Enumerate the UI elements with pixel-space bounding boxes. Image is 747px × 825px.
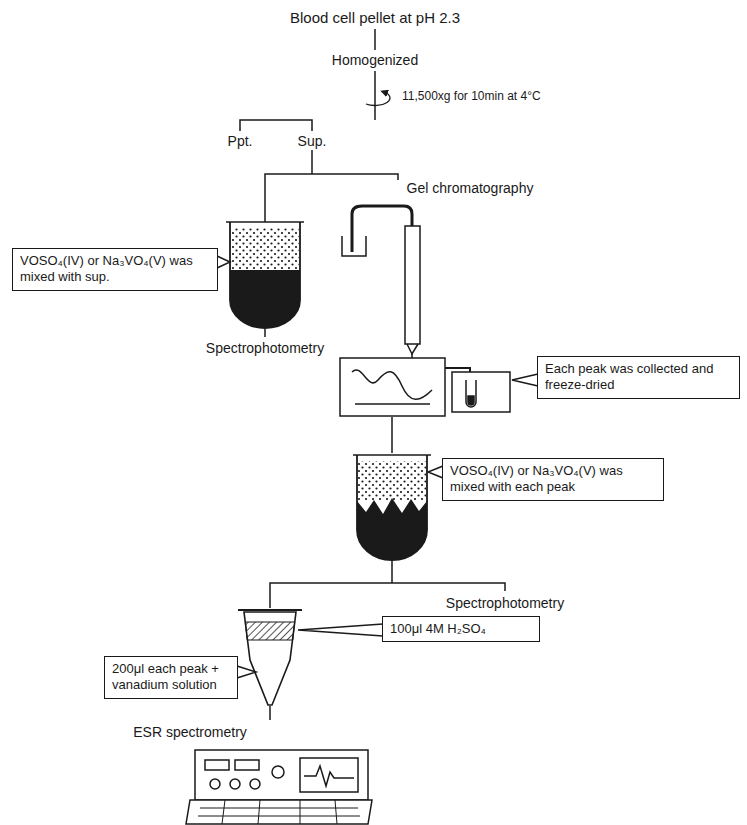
- callout-pointer: [512, 374, 538, 386]
- callout-box: Each peak was collected and freeze-dried: [537, 356, 740, 399]
- callout-pointer: [237, 666, 256, 678]
- callout-text: Each peak was collected and freeze-dried: [545, 361, 732, 394]
- computer-illustration: [186, 750, 372, 824]
- test-tube: [226, 222, 304, 328]
- callout-text: VOSO₄(IV) or Na₃VO₄(V) was mixed with ea…: [450, 463, 656, 496]
- callout-pointer: [298, 624, 383, 636]
- callout-text: VOSO₄(IV) or Na₃VO₄(V) was mixed with su…: [20, 253, 210, 286]
- fraction-label: Ppt.: [226, 133, 255, 150]
- method-label: Spectrophotometry: [444, 595, 566, 612]
- callout-box: 200μl each peak + vanadium solution: [104, 656, 238, 699]
- step-label: Homogenized: [330, 52, 420, 69]
- callout-text: 200μl each peak + vanadium solution: [112, 661, 230, 694]
- method-label: Spectrophotometry: [204, 340, 326, 357]
- method-label: Gel chromatography: [405, 180, 536, 197]
- callout-pointer: [217, 256, 230, 268]
- fraction-collector: [340, 358, 510, 416]
- test-tube: [353, 455, 431, 560]
- callout-box: VOSO₄(IV) or Na₃VO₄(V) was mixed with su…: [12, 248, 218, 291]
- condition-label: 11,500xg for 10min at 4°C: [400, 89, 543, 103]
- centrifuge-arrow: [366, 92, 390, 106]
- eppendorf-tube: [238, 610, 302, 705]
- callout-pointer: [428, 466, 443, 478]
- callout-box: VOSO₄(IV) or Na₃VO₄(V) was mixed with ea…: [442, 458, 664, 501]
- method-label: ESR spectrometry: [131, 724, 249, 741]
- callout-box: 100μl 4M H₂SO₄: [382, 616, 540, 642]
- callout-text: 100μl 4M H₂SO₄: [390, 621, 532, 637]
- gel-column: [342, 206, 420, 360]
- fraction-label: Sup.: [296, 133, 329, 150]
- heading-label: Blood cell pellet at pH 2.3: [288, 9, 462, 27]
